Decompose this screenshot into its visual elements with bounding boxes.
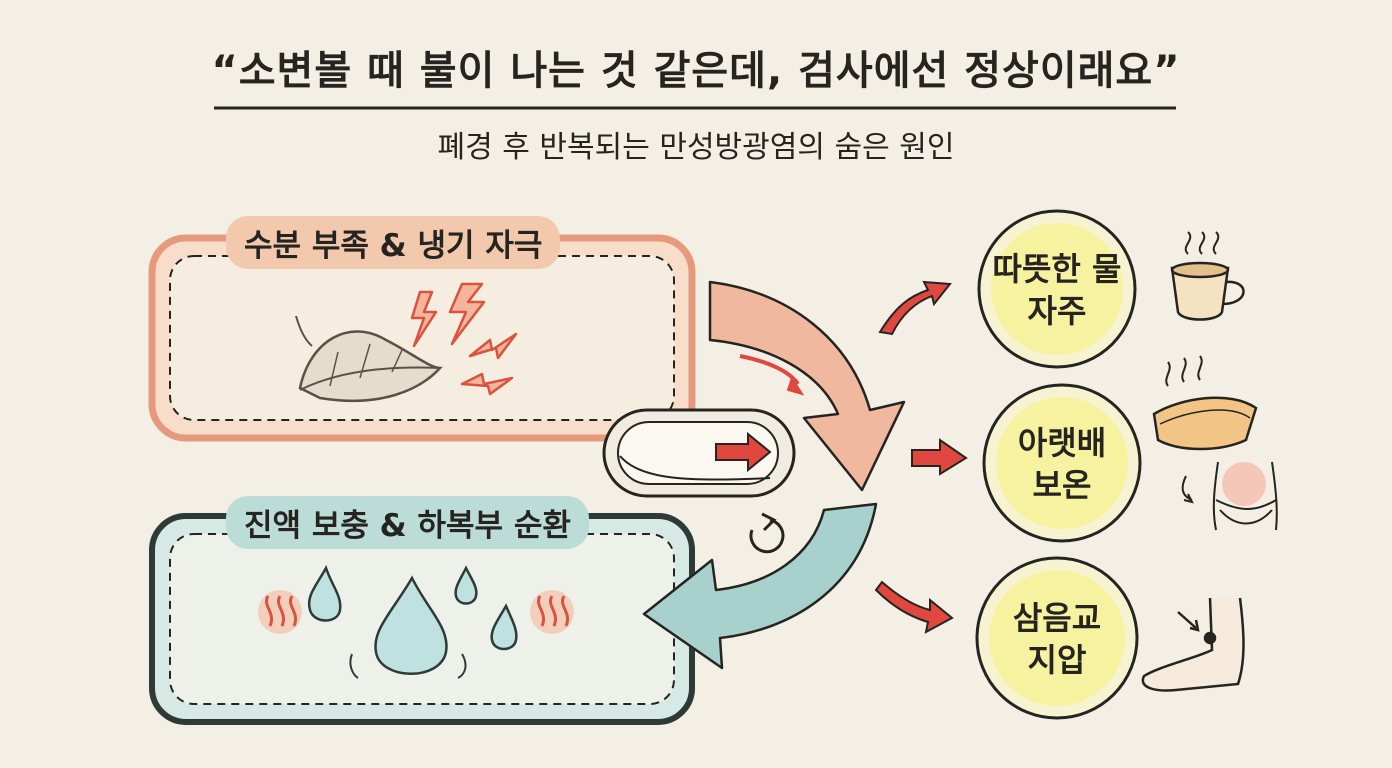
nourish-panel-label: 진액 보충 & 하복부 순환 — [226, 496, 589, 549]
remedy-label-2-line1: 아랫배 — [1017, 424, 1107, 462]
capsule-icon — [602, 408, 796, 498]
remedy-label-3-line1: 삼음교 — [1012, 599, 1102, 637]
abdomen-icon — [1181, 461, 1278, 531]
remedy-circle-2 — [982, 383, 1142, 543]
page-title: “소변볼 때 불이 나는 것 같은데, 검사에선 정상이래요” — [211, 48, 1181, 94]
remedy-circle-3 — [975, 556, 1139, 720]
dryness-panel-label: 수분 부족 & 냉기 자극 — [226, 216, 561, 269]
remedy-label-2: 아랫배 보온 — [992, 422, 1132, 506]
warm-towel-icon — [1152, 355, 1258, 451]
flow-arrow-down — [708, 280, 906, 492]
remedy-label-1: 따뜻한 물 자주 — [987, 248, 1127, 332]
flow-arrow-return — [642, 502, 878, 670]
heat-wave-icon — [258, 590, 574, 634]
remedy-label-1-line1: 따뜻한 물 — [992, 250, 1122, 288]
small-red-arrow — [739, 354, 800, 386]
remedy-label-3-line2: 지압 — [1027, 641, 1087, 679]
remedy-label-2-line2: 보온 — [1032, 466, 1092, 504]
tea-cup-icon — [1170, 231, 1245, 321]
water-drop-icon — [307, 564, 518, 679]
cycle-icon — [749, 512, 785, 554]
arrow-to-tea — [878, 280, 952, 336]
remedy-circle-1 — [977, 209, 1137, 369]
dry-leaf-icon — [295, 315, 443, 403]
page-subtitle: 폐경 후 반복되는 만성방광염의 숨은 원인 — [437, 130, 955, 165]
ankle-acupoint-icon — [1141, 597, 1245, 692]
arrow-to-acupoint — [874, 580, 954, 634]
remedy-label-1-line2: 자주 — [1027, 292, 1087, 330]
dryness-panel — [148, 234, 696, 442]
lightning-icon — [410, 282, 518, 396]
arrow-to-warm — [911, 438, 968, 476]
remedy-label-3: 삼음교 지압 — [987, 597, 1127, 681]
